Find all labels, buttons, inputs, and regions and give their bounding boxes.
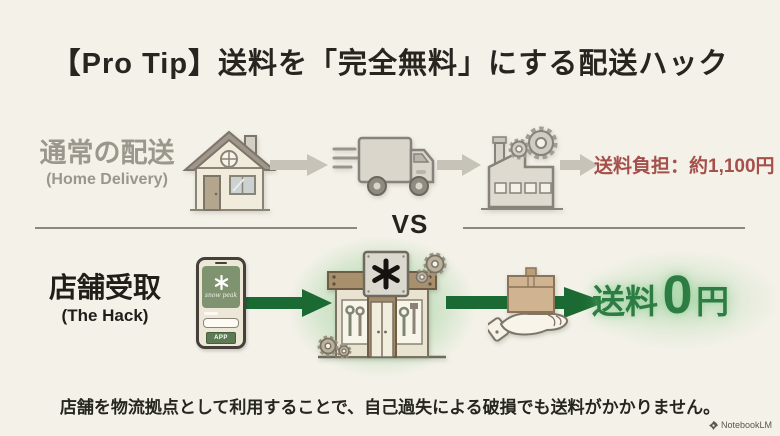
gear-icon — [414, 269, 430, 285]
watermark: NotebookLM — [708, 420, 772, 430]
store-icon — [317, 250, 447, 359]
caption-text: 店舗を物流拠点として利用することで、自己過失による破損でも送料がかかりません。 — [59, 398, 721, 417]
phone-speaker — [215, 262, 227, 264]
truck-icon — [332, 136, 435, 196]
gear-icon — [524, 126, 558, 160]
store-sign — [362, 250, 410, 298]
phone-app-button: APP — [206, 332, 236, 344]
gear-icon — [423, 252, 447, 276]
house-icon — [182, 130, 277, 211]
notebooklm-logo-icon — [708, 420, 718, 430]
result-suffix: 円 — [695, 283, 729, 320]
watermark-label: NotebookLM — [720, 420, 772, 430]
divider-line — [35, 227, 357, 229]
normal-delivery-label-en: (Home Delivery) — [46, 171, 168, 189]
green-arrow-icon — [238, 289, 332, 317]
gray-arrow-icon — [270, 154, 328, 176]
result-prefix: 送料 — [592, 283, 658, 320]
package-box — [507, 267, 555, 313]
factory-icon — [481, 126, 563, 210]
gray-arrow-icon — [560, 154, 598, 176]
gray-arrow-icon — [437, 154, 481, 176]
phone-screen: snow peak — [202, 266, 240, 308]
shipping-cost-text: 送料負担：約1,100円 — [594, 156, 775, 177]
gear-icon — [317, 335, 339, 357]
phone-input-field — [203, 318, 239, 328]
hand — [488, 312, 569, 342]
free-shipping-text: 送料 0 円 — [592, 264, 778, 326]
normal-delivery-label: 通常の配送 (Home Delivery) — [28, 138, 186, 189]
gear-icon — [508, 138, 530, 160]
store-pickup-label-en: (The Hack) — [61, 306, 149, 326]
result-zero: 0 — [662, 265, 692, 325]
page-title: 【Pro Tip】送料を「完全無料」にする配送ハック — [51, 48, 729, 80]
phone-text-line — [204, 312, 218, 315]
store-pickup-label-ja: 店舗受取 — [48, 272, 161, 303]
phone-home-bar — [216, 347, 226, 349]
hand-box-icon — [488, 267, 569, 342]
vs-label: VS — [391, 209, 429, 239]
phone-brand-text: snow peak — [204, 292, 238, 299]
normal-delivery-label-ja: 通常の配送 — [39, 138, 175, 168]
divider-line — [463, 227, 745, 229]
store-pickup-label: 店舗受取 (The Hack) — [26, 272, 184, 326]
gear-icon — [336, 343, 352, 359]
result-glow — [578, 250, 780, 350]
snowpeak-logo-icon — [372, 258, 400, 290]
smartphone-icon: snow peak APP — [196, 257, 246, 349]
snowpeak-logo-icon — [214, 275, 228, 290]
